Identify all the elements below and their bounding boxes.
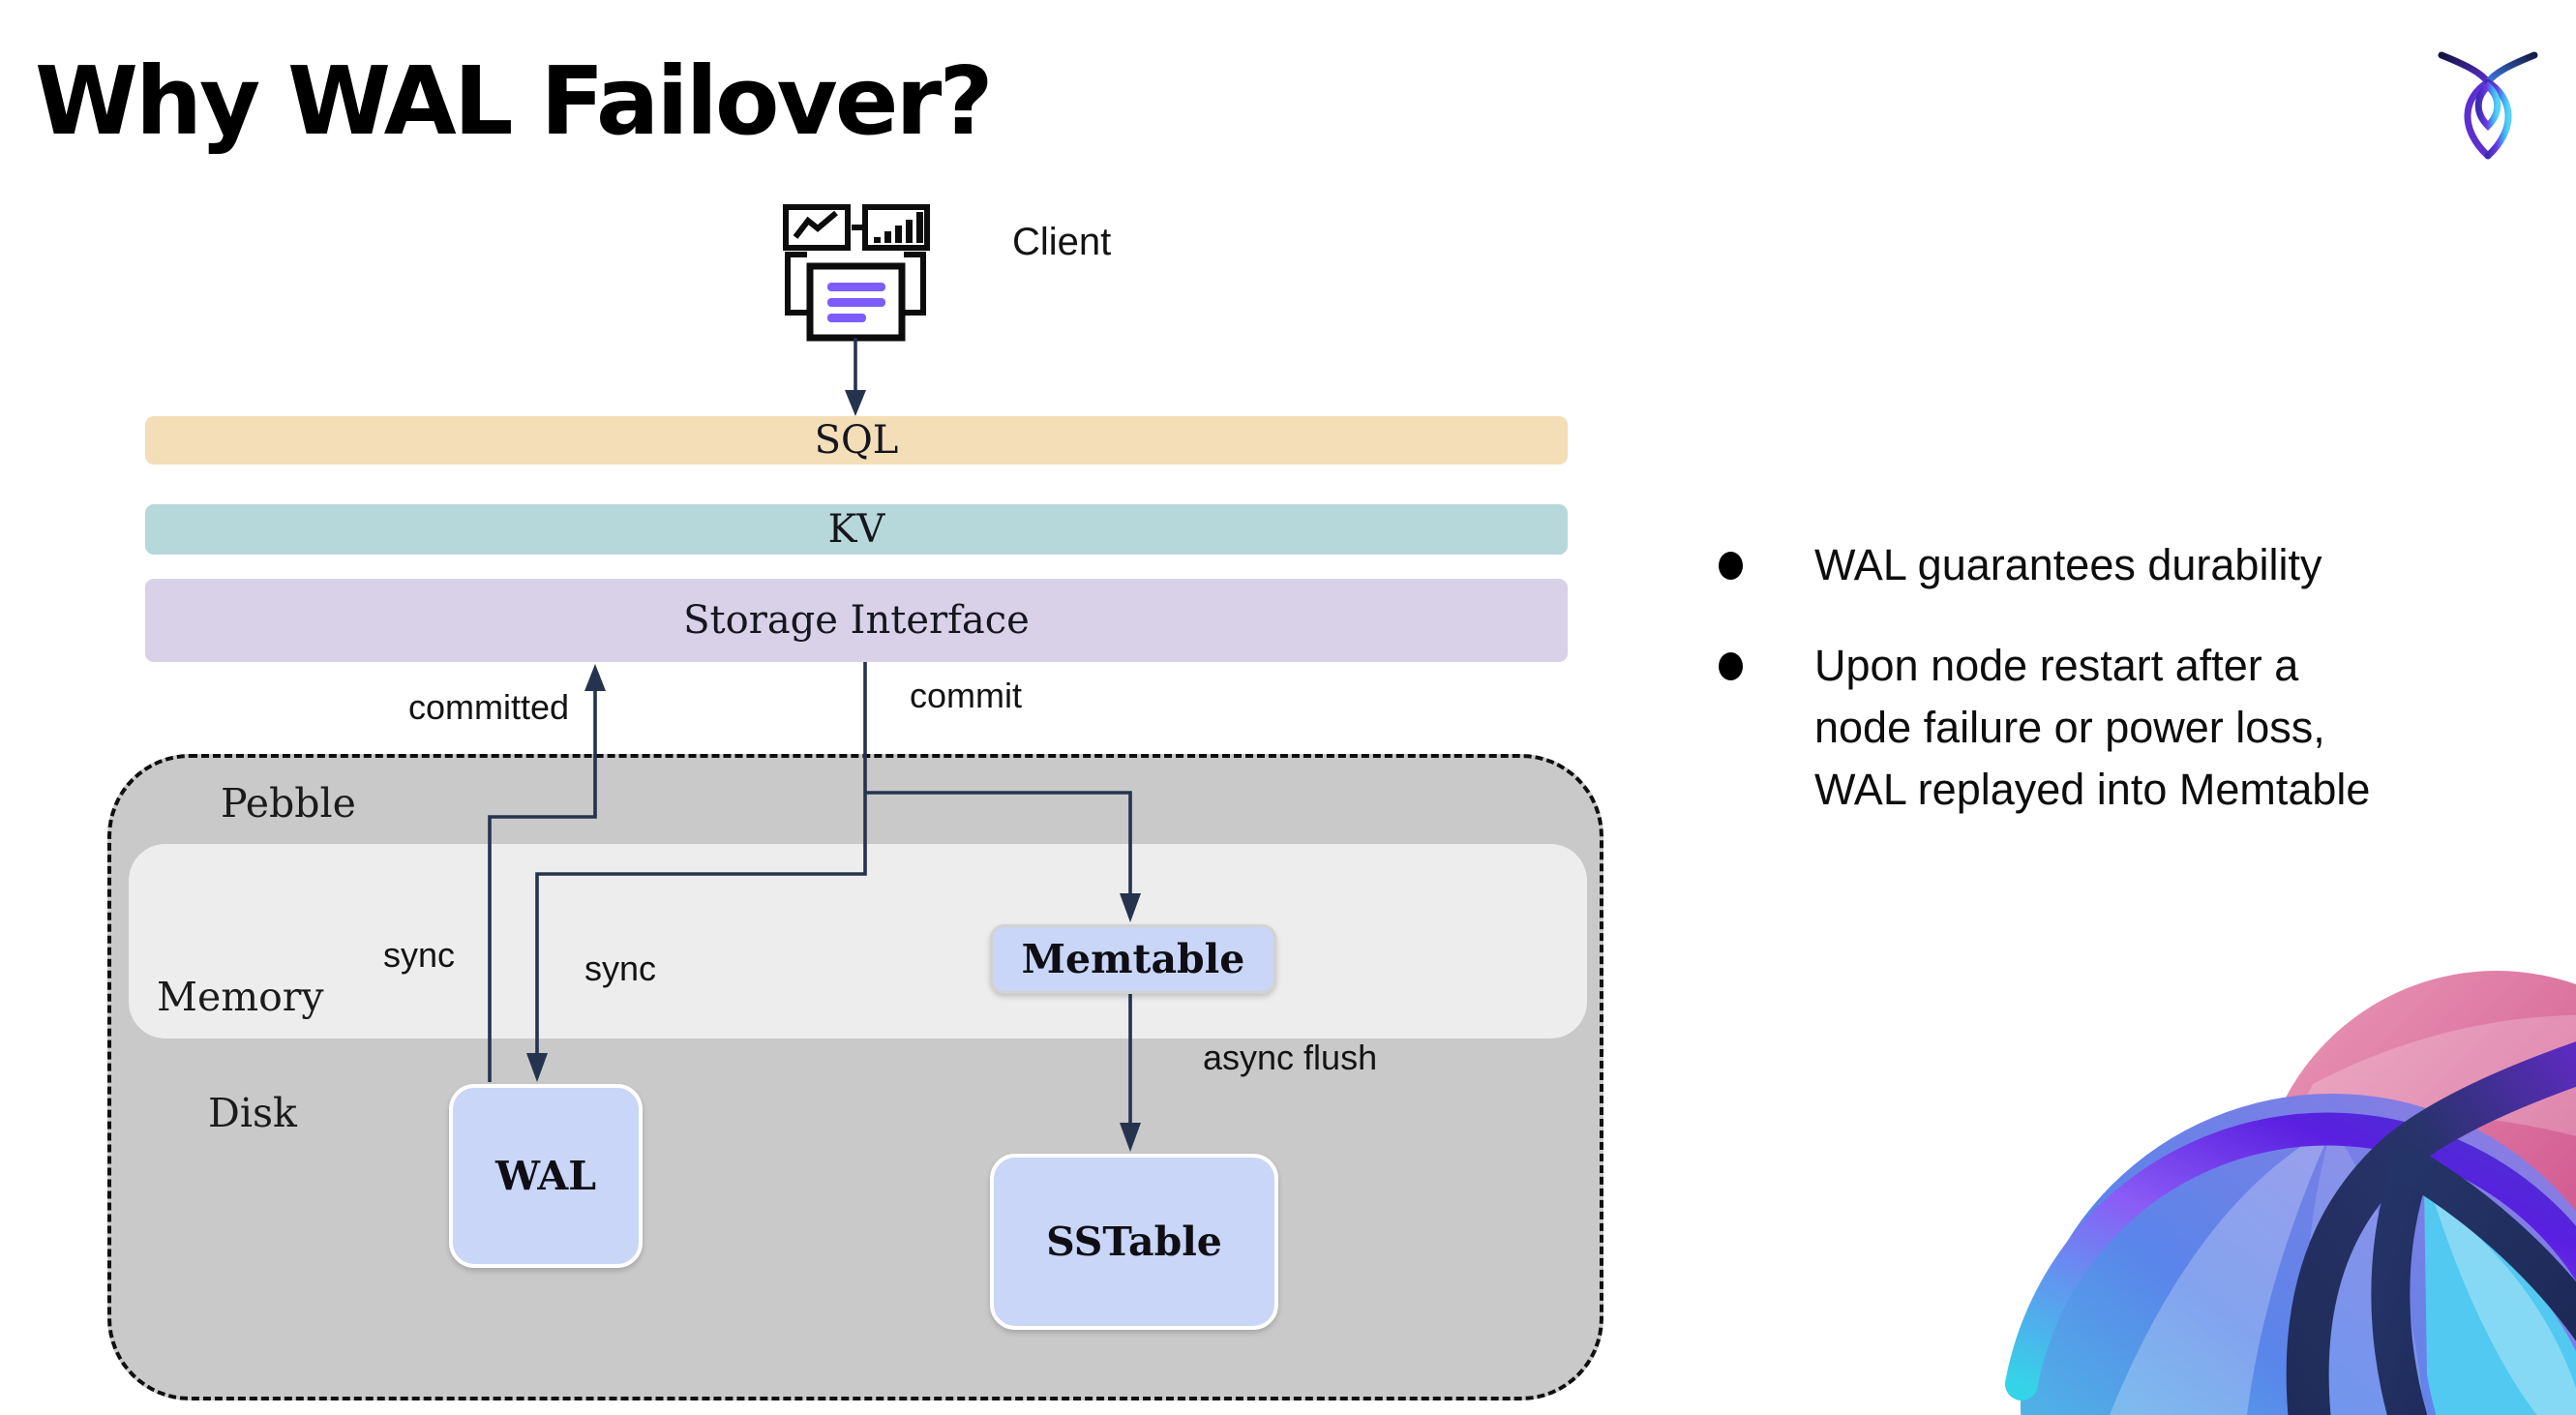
bullet-dot-icon xyxy=(1719,552,1743,580)
sync-wal-edge-label: sync xyxy=(383,935,456,975)
storage-interface-label: Storage Interface xyxy=(683,598,1030,643)
client-dashboards-icon xyxy=(778,198,933,344)
commit-edge-label: commit xyxy=(910,676,1022,715)
sstable-node-label: SSTable xyxy=(1046,1219,1222,1265)
wal-node-label: WAL xyxy=(494,1153,597,1199)
sstable-node: SSTable xyxy=(990,1154,1278,1330)
bullet-line: WAL guarantees durability xyxy=(1814,540,2322,589)
client-to-sql-arrowhead xyxy=(845,390,866,416)
page-title: Why WAL Failover? xyxy=(35,46,994,156)
memtable-node: Memtable xyxy=(990,924,1276,994)
bullet-item-replay: Upon node restart after a node failure o… xyxy=(1703,635,2555,821)
bullet-item-durability: WAL guarantees durability xyxy=(1703,534,2555,596)
sql-layer-bar: SQL xyxy=(145,416,1568,465)
sql-layer-label: SQL xyxy=(814,418,899,463)
cockroachdb-logo-icon xyxy=(2435,33,2541,161)
kv-layer-bar: KV xyxy=(145,504,1568,555)
committed-edge-label: committed xyxy=(408,687,570,727)
kv-layer-label: KV xyxy=(827,507,885,552)
disk-label: Disk xyxy=(208,1090,297,1136)
committed-arrowhead xyxy=(584,664,606,691)
async-flush-edge-label: async flush xyxy=(1203,1038,1378,1077)
client-label: Client xyxy=(1012,221,1112,263)
memory-band xyxy=(129,844,1587,1039)
pebble-label: Pebble xyxy=(221,780,356,827)
bullet-dot-icon xyxy=(1719,652,1743,680)
storage-interface-bar: Storage Interface xyxy=(145,579,1568,662)
bullet-line: Upon node restart after a xyxy=(1814,641,2299,690)
bullet-line: WAL replayed into Memtable xyxy=(1814,765,2371,814)
wal-node: WAL xyxy=(449,1084,643,1268)
memory-label: Memory xyxy=(157,974,324,1020)
bullet-list: WAL guarantees durability Upon node rest… xyxy=(1703,534,2555,821)
memtable-node-label: Memtable xyxy=(1021,936,1245,982)
cockroachdb-brand-art xyxy=(1993,968,2576,1415)
sync-commit-edge-label: sync xyxy=(584,948,657,988)
bullet-line: node failure or power loss, xyxy=(1814,703,2325,752)
